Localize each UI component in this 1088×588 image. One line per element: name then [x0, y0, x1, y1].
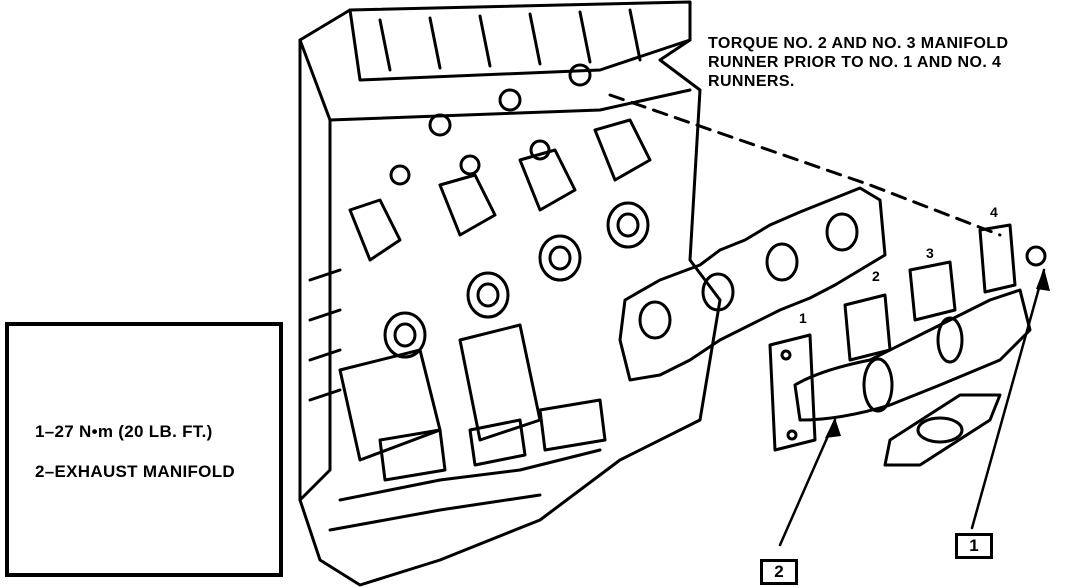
exhaust-manifold [768, 223, 1047, 467]
runner-number-1: 1 [799, 310, 807, 326]
engine-block [298, 0, 722, 587]
callout-torque: 1 [955, 533, 993, 559]
legend-box: 1–27 N•m (20 LB. FT.) 2–EXHAUST MANIFOLD [5, 322, 283, 577]
runner-number-2: 2 [872, 268, 880, 284]
note-line: TORQUE NO. 2 AND NO. 3 MANIFOLD [708, 35, 1009, 52]
torque-sequence-note: TORQUE NO. 2 AND NO. 3 MANIFOLD RUNNER P… [708, 34, 1008, 91]
alignment-dashed-line [608, 93, 1002, 237]
arrowhead-manifold [825, 418, 841, 438]
legend-item-torque: 1–27 N•m (20 LB. FT.) [35, 422, 213, 441]
leader-line-torque [970, 268, 1046, 530]
leader-line-manifold [778, 418, 837, 547]
note-line: RUNNER PRIOR TO NO. 1 AND NO. 4 [708, 54, 1002, 71]
manifold-gasket [618, 186, 887, 382]
arrowhead-torque [1036, 268, 1050, 291]
runner-number-3: 3 [926, 245, 934, 261]
note-line: RUNNERS. [708, 73, 795, 90]
callout-manifold: 2 [760, 559, 798, 585]
legend-item-manifold: 2–EXHAUST MANIFOLD [35, 462, 235, 481]
runner-number-4: 4 [990, 204, 998, 220]
